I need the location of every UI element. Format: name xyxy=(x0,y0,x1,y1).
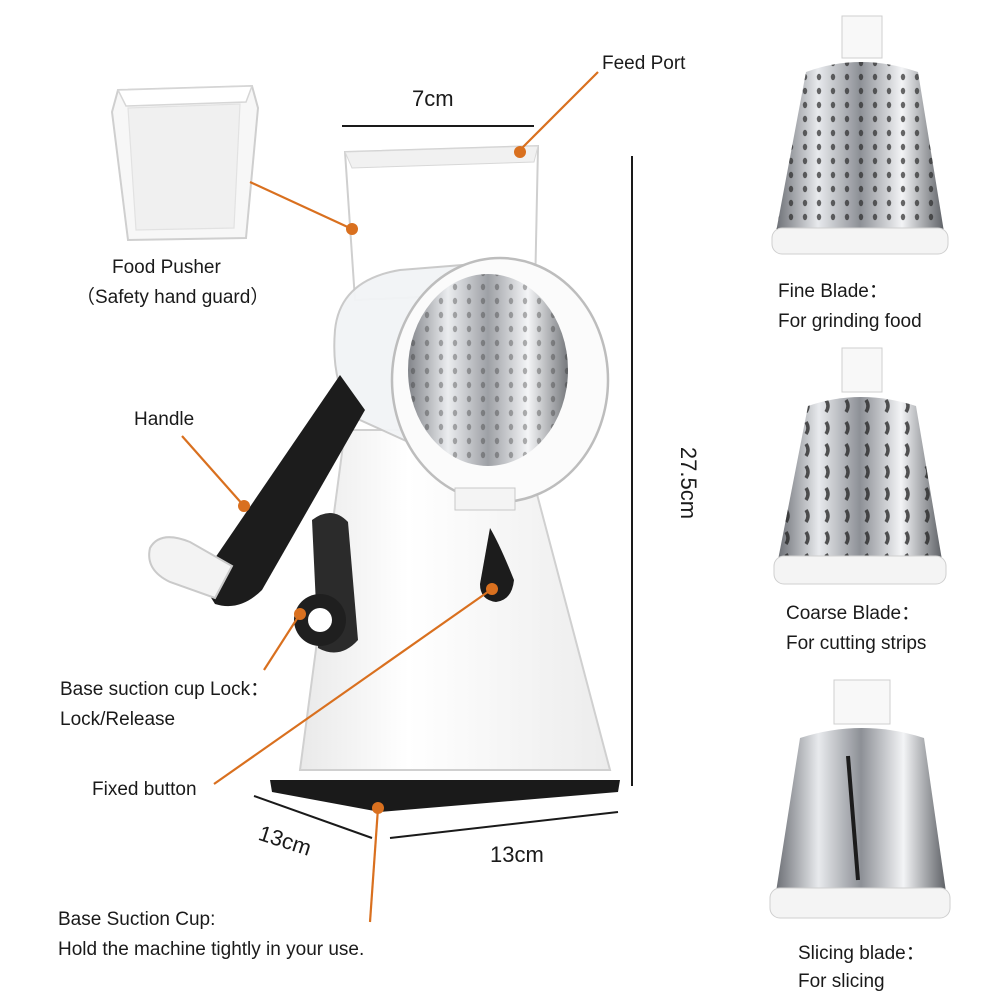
grater-body-icon xyxy=(270,144,620,812)
base-suction-label: Base Suction Cup: xyxy=(58,909,216,930)
fixed-button-label: Fixed button xyxy=(92,779,197,800)
feed-port-label: Feed Port xyxy=(602,53,686,74)
fixed-button-icon xyxy=(480,528,514,602)
top-width-label: 7cm xyxy=(412,86,454,111)
callout-lines xyxy=(181,71,599,923)
fine-blade-icon xyxy=(771,15,949,255)
slicing-blade-label: Slicing blade： xyxy=(798,943,925,964)
slicing-blade-desc: For slicing xyxy=(798,971,885,992)
handle-label: Handle xyxy=(134,409,195,430)
coarse-blade-label: Coarse Blade： xyxy=(786,603,921,624)
suction-lock-sublabel: Lock/Release xyxy=(60,709,176,730)
food-pusher-icon xyxy=(110,84,260,242)
dimension-lines xyxy=(253,125,633,839)
crank-handle-icon xyxy=(148,375,365,607)
coarse-blade-desc: For cutting strips xyxy=(786,633,927,654)
fine-blade-label: Fine Blade： xyxy=(778,281,888,302)
food-pusher-sublabel: （Safety hand guard） xyxy=(76,287,270,308)
fine-blade-desc: For grinding food xyxy=(778,311,922,332)
suction-lock-label: Base suction cup Lock： xyxy=(60,679,270,700)
slicing-blade-icon xyxy=(769,679,951,919)
base-suction-sublabel: Hold the machine tightly in your use. xyxy=(58,939,365,960)
food-pusher-label: Food Pusher xyxy=(112,257,221,278)
suction-lock-lever-icon xyxy=(294,512,358,653)
height-label: 27.5cm xyxy=(676,446,702,520)
base-width-label: 13cm xyxy=(490,842,544,867)
coarse-blade-icon xyxy=(773,347,947,585)
